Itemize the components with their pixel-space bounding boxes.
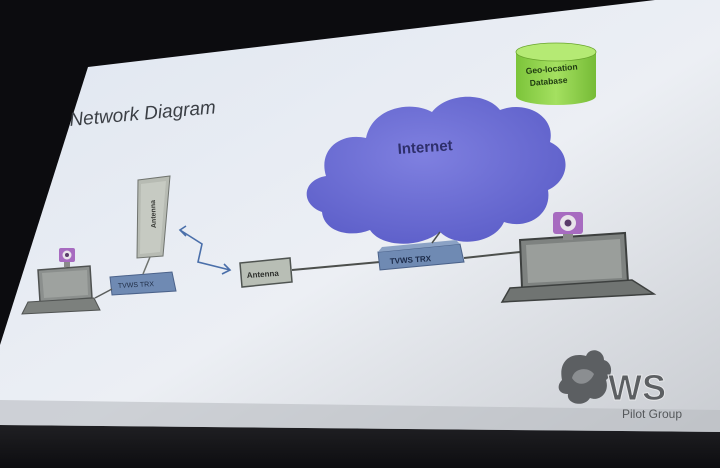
- small-antenna-label: Antenna: [247, 269, 280, 280]
- ws-pilot-group-logo: WS Pilot Group: [558, 350, 682, 421]
- database-label-line2: Database: [529, 75, 568, 88]
- database-label-line1: Geo-location: [525, 62, 578, 76]
- tall-antenna-icon: Antenna: [136, 175, 171, 259]
- left-laptop-icon: [21, 265, 101, 315]
- tall-antenna-label: Antenna: [150, 200, 158, 228]
- database-cylinder-icon: Geo-location Database: [515, 42, 597, 105]
- center-device-label: TVWS TRX: [390, 254, 433, 266]
- small-antenna-icon: Antenna: [239, 257, 293, 288]
- logo-subtitle: Pilot Group: [622, 407, 682, 421]
- right-webcam-icon: [553, 212, 583, 240]
- left-device-label: TVWS TRX: [118, 281, 155, 290]
- internet-cloud: Internet: [306, 96, 566, 244]
- left-webcam-icon: [59, 248, 75, 267]
- logo-text: WS: [608, 367, 666, 408]
- double-arrow-icon: [178, 225, 232, 275]
- center-tvws-device: TVWS TRX: [377, 240, 465, 271]
- right-laptop-icon: [500, 231, 657, 303]
- internet-label: Internet: [397, 137, 453, 158]
